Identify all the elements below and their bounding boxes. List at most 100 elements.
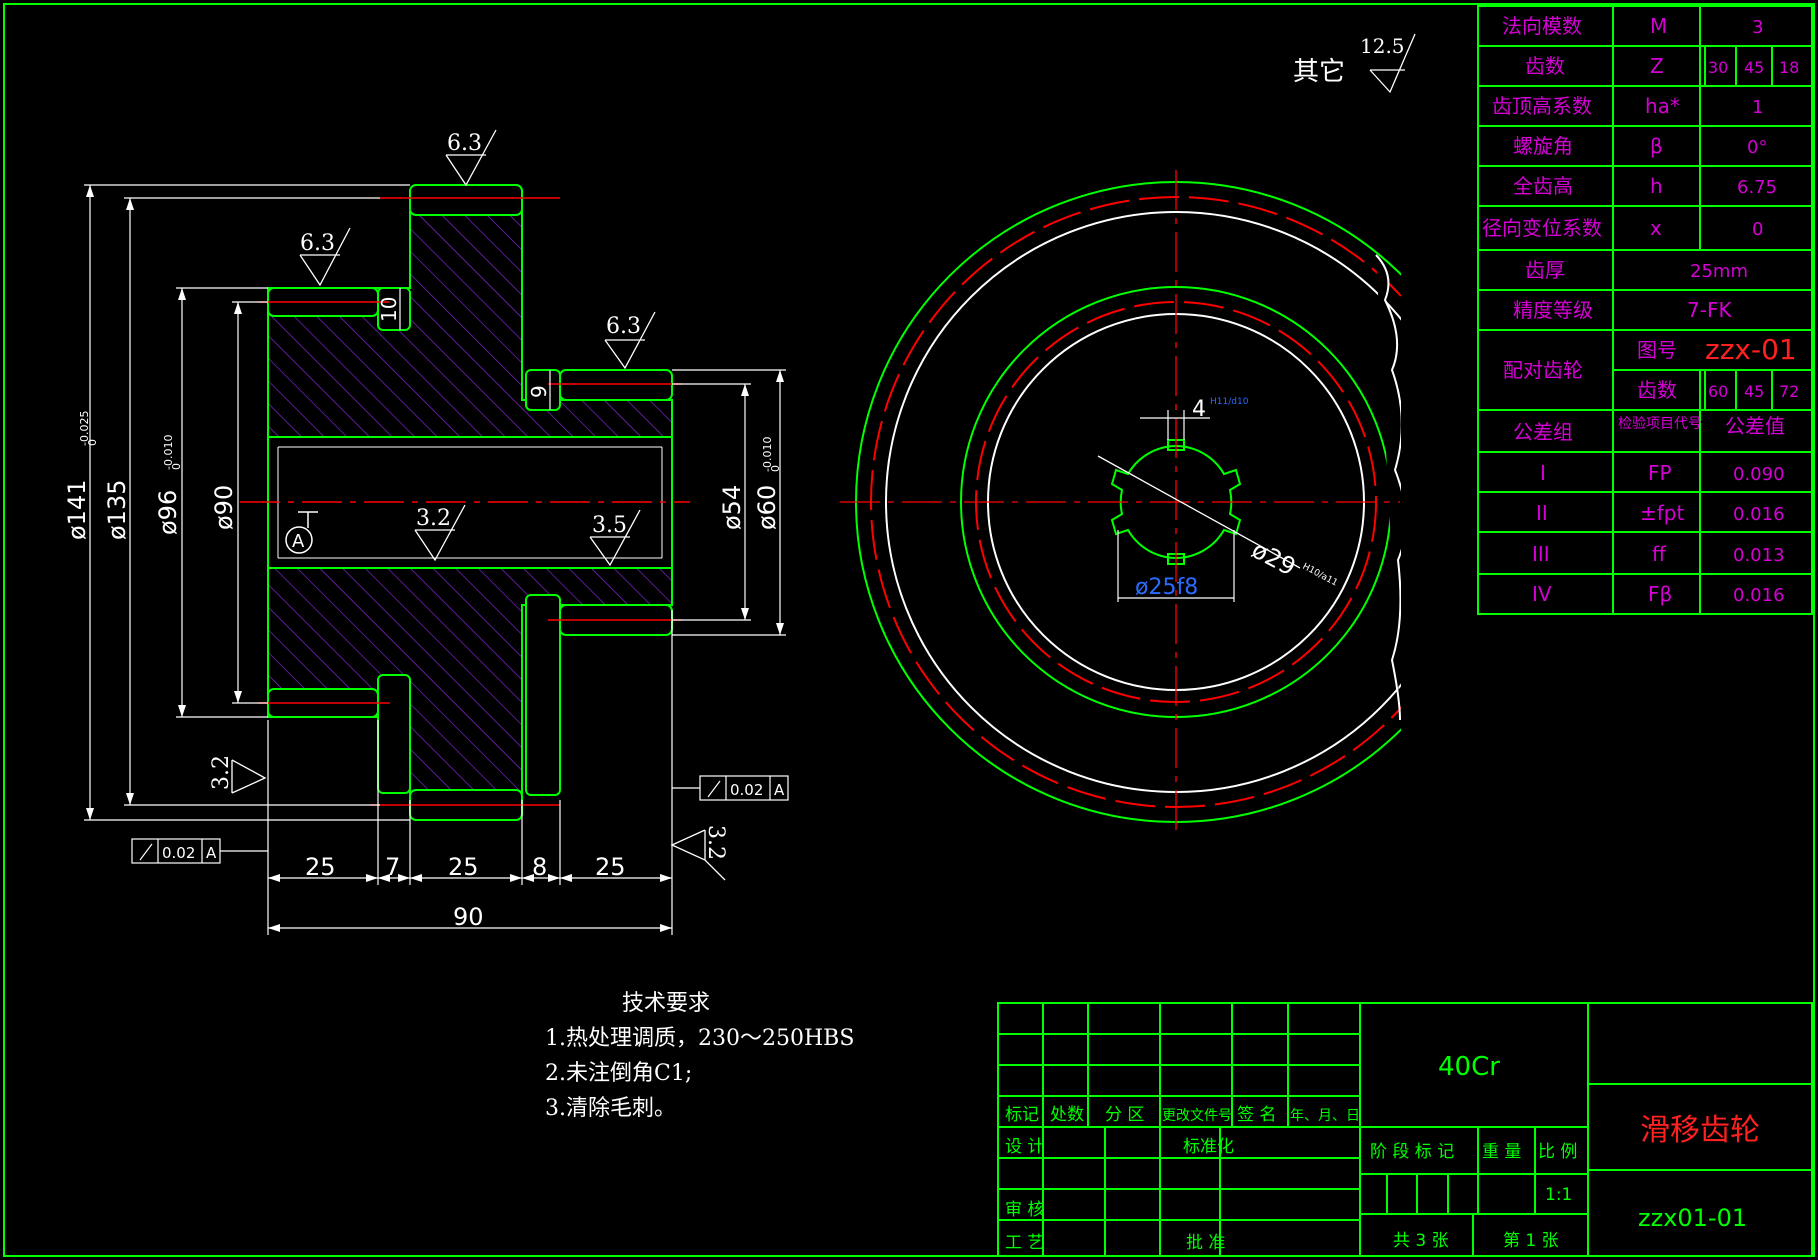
svg-text:A: A — [774, 781, 785, 799]
svg-text:0.016: 0.016 — [1733, 585, 1785, 606]
part-name: 滑移齿轮 — [1640, 1113, 1760, 1148]
svg-text:齿厚: 齿厚 — [1525, 258, 1565, 282]
svg-text:工 艺: 工 艺 — [1005, 1233, 1044, 1253]
groove-top — [377, 287, 411, 331]
svg-text:3: 3 — [1752, 17, 1763, 38]
svg-text:7-FK: 7-FK — [1687, 298, 1732, 322]
dim-9: 9 — [527, 385, 551, 398]
dim-d135: ø135 — [103, 480, 131, 541]
drawing-number: zzx01-01 — [1638, 1204, 1747, 1232]
dim-d60: ø60 — [753, 485, 781, 530]
svg-text:精度等级: 精度等级 — [1513, 298, 1593, 322]
svg-text:β: β — [1650, 134, 1663, 158]
dim-d60-tol-bot: -0.010 — [761, 437, 774, 472]
svg-text:0.013: 0.013 — [1733, 545, 1785, 566]
svg-text:±fpt: ±fpt — [1640, 501, 1684, 525]
svg-text:0.016: 0.016 — [1733, 504, 1785, 525]
dimension-texts: ø141 0 -0.025 ø135 ø96 0 -0.010 ø90 ø54 … — [63, 297, 782, 931]
dim-d90: ø90 — [210, 485, 238, 530]
svg-text:审 核: 审 核 — [1005, 1200, 1044, 1220]
svg-text:年、月、日: 年、月、日 — [1290, 1108, 1360, 1124]
notes-title: 技术要求 — [622, 991, 710, 1016]
roughness-bore: 3.2 — [416, 506, 451, 531]
title-block: 标记 处数 分 区 更改文件号 签 名 年、月、日 设 计 标准化 审 核 工 … — [997, 1002, 1813, 1257]
svg-text:II: II — [1536, 501, 1548, 525]
roughness-general-value: 12.5 — [1360, 34, 1405, 58]
svg-text:比 例: 比 例 — [1538, 1142, 1577, 1162]
roughness-hub: 6.3 — [606, 314, 641, 339]
svg-text:公差值: 公差值 — [1725, 414, 1785, 438]
svg-text:III: III — [1532, 542, 1550, 566]
dim-d141-tol-top: 0 — [86, 439, 99, 446]
spline-width: 4 — [1192, 397, 1206, 422]
tolerance-frame-left: 0.02 A — [131, 838, 268, 864]
note-3: 3.清除毛刺。 — [545, 1096, 676, 1121]
dim-d96: ø96 — [154, 490, 182, 535]
end-view: 4 H11/d10 ø25f8 ø29 H10/a11 — [840, 170, 1521, 835]
svg-text:1:1: 1:1 — [1545, 1185, 1572, 1205]
svg-text:更改文件号: 更改文件号 — [1162, 1108, 1232, 1124]
dim-d96-tol-top: 0 — [170, 463, 183, 470]
dim-10: 10 — [377, 297, 401, 322]
svg-text:x: x — [1650, 216, 1662, 240]
roughness-texts: 6.3 6.3 6.3 3.2 3.5 其它 12.5 3.2 3.2 — [209, 34, 1405, 860]
svg-text:Z: Z — [1650, 54, 1664, 78]
drawing-border — [3, 3, 1815, 1257]
mating-gear-label: 配对齿轮 — [1503, 358, 1583, 382]
svg-text:25mm: 25mm — [1690, 261, 1748, 282]
svg-text:批 准: 批 准 — [1186, 1233, 1225, 1253]
svg-text:30: 30 — [1708, 58, 1728, 77]
roughness-right-face: 3.2 — [703, 825, 728, 860]
dim-d96-tol-bot: -0.010 — [162, 435, 175, 470]
svg-text:齿数: 齿数 — [1637, 378, 1677, 402]
svg-text:重 量: 重 量 — [1482, 1142, 1521, 1162]
svg-text:0.090: 0.090 — [1733, 464, 1785, 485]
technical-requirements: 技术要求 1.热处理调质，230～250HBS 2.未注倒角C1; 3.清除毛刺… — [545, 991, 854, 1121]
svg-text:A: A — [292, 531, 305, 552]
svg-text:0.02: 0.02 — [730, 781, 763, 799]
svg-text:第 1 张: 第 1 张 — [1503, 1231, 1559, 1251]
svg-text:60: 60 — [1708, 382, 1728, 401]
svg-text:齿顶高系数: 齿顶高系数 — [1492, 94, 1592, 118]
svg-text:0: 0 — [1752, 219, 1763, 240]
svg-text:Fβ: Fβ — [1648, 582, 1672, 606]
dim-h-7: 7 — [385, 853, 400, 881]
groove-hub-bottom — [525, 594, 561, 796]
svg-text:螺旋角: 螺旋角 — [1513, 134, 1573, 158]
svg-text:6.75: 6.75 — [1737, 177, 1777, 198]
dimension-lines — [84, 184, 786, 935]
svg-text:A: A — [206, 844, 217, 862]
roughness-bore-right: 3.5 — [592, 513, 627, 538]
major-diameter-tol: H10/a11 — [1301, 562, 1339, 589]
svg-text:1: 1 — [1752, 97, 1763, 118]
svg-text:45: 45 — [1744, 382, 1764, 401]
dim-d60-tol-top: 0 — [769, 465, 782, 472]
datum-a: A — [285, 511, 318, 554]
svg-text:ha*: ha* — [1645, 94, 1680, 118]
large-gear-teeth-top — [409, 184, 523, 216]
dim-d141: ø141 — [63, 480, 91, 541]
svg-text:标准化: 标准化 — [1183, 1137, 1234, 1157]
dim-h-25-a: 25 — [305, 853, 336, 881]
dim-h-25-c: 25 — [595, 853, 626, 881]
svg-text:0°: 0° — [1747, 137, 1767, 158]
dim-h-8: 8 — [532, 853, 547, 881]
dim-d54: ø54 — [718, 485, 746, 530]
svg-text:h: h — [1650, 174, 1663, 198]
tolerance-frame-right: 0.02 A — [672, 775, 789, 801]
note-1: 1.热处理调质，230～250HBS — [545, 1026, 854, 1051]
minor-diameter: ø25f8 — [1135, 575, 1198, 600]
svg-text:IV: IV — [1532, 582, 1552, 606]
svg-text:签 名: 签 名 — [1237, 1105, 1276, 1125]
note-2: 2.未注倒角C1; — [545, 1061, 692, 1086]
mating-drawing-no: zzx-01 — [1705, 333, 1797, 366]
svg-text:全齿高: 全齿高 — [1513, 174, 1573, 198]
material: 40Cr — [1438, 1052, 1500, 1082]
svg-text:径向变位系数: 径向变位系数 — [1482, 216, 1602, 240]
svg-text:45: 45 — [1744, 58, 1764, 77]
svg-text:72: 72 — [1779, 382, 1799, 401]
section-view — [240, 184, 690, 821]
svg-text:图号: 图号 — [1637, 338, 1677, 362]
param-label-teeth: 齿数 — [1525, 54, 1565, 78]
